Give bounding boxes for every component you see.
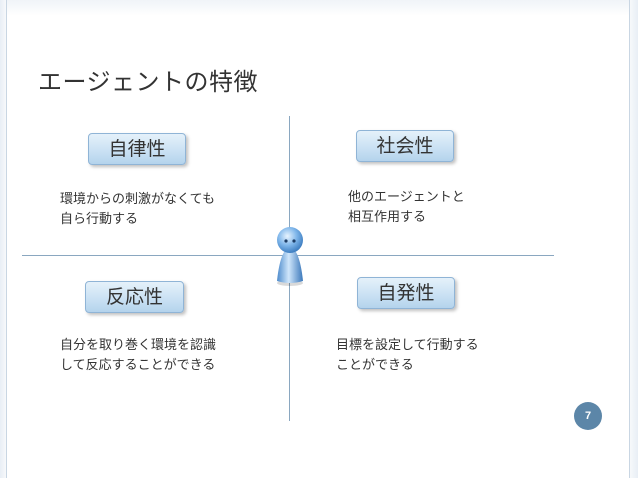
text-autonomy-line-1: 環境からの刺激がなくても: [60, 192, 215, 207]
text-sociality-line-2: 相互作用する: [348, 210, 427, 225]
text-sociality: 他のエージェントと 相互作用する: [348, 188, 465, 228]
text-proactiveness-line-1: 目標を設定して行動する: [336, 338, 479, 353]
text-autonomy-line-2: 自ら行動する: [60, 212, 139, 227]
text-proactiveness: 目標を設定して行動する ことができる: [336, 336, 479, 376]
slide-frame-right: [629, 0, 638, 478]
text-sociality-line-1: 他のエージェントと: [348, 190, 465, 205]
text-reactivity-line-2: して反応することができる: [60, 358, 216, 373]
text-proactiveness-line-2: ことができる: [336, 358, 414, 373]
page-number-badge: 7: [574, 402, 602, 430]
text-reactivity: 自分を取り巻く環境を認識 して反応することができる: [60, 336, 216, 376]
person-figure-icon: [272, 226, 308, 286]
slide-title: エージェントの特徴: [38, 68, 259, 96]
label-reactivity: 反応性: [85, 281, 184, 313]
label-autonomy: 自律性: [88, 133, 186, 165]
label-sociality: 社会性: [356, 130, 454, 162]
slide-top-band: [7, 0, 629, 16]
label-proactiveness: 自発性: [357, 277, 455, 309]
slide-frame-left: [0, 0, 7, 478]
text-reactivity-line-1: 自分を取り巻く環境を認識: [60, 338, 217, 353]
text-autonomy: 環境からの刺激がなくても 自ら行動する: [60, 190, 215, 230]
